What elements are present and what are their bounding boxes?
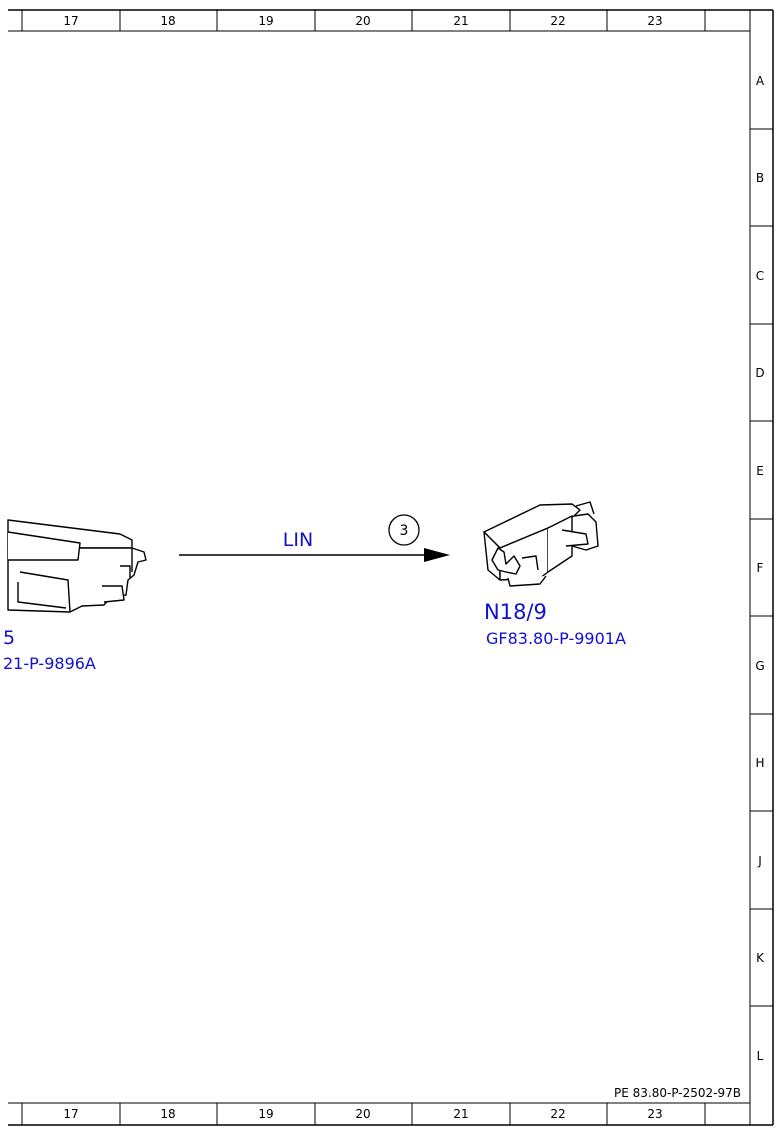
arrowhead-icon (424, 548, 450, 562)
right-component-reference-link[interactable]: GF83.80-P-9901A (486, 629, 626, 648)
column-label: 21 (453, 14, 468, 28)
row-labels: A B C D E F G H J K L (755, 74, 765, 1063)
document-id: PE 83.80-P-2502-97B (614, 1086, 741, 1100)
column-label: 17 (63, 1107, 78, 1121)
column-label: 22 (550, 14, 565, 28)
row-label: A (756, 74, 765, 88)
column-label: 23 (647, 14, 662, 28)
row-label: E (756, 464, 764, 478)
column-label: 23 (647, 1107, 662, 1121)
right-component-code: N18/9 (484, 600, 547, 624)
column-label: 18 (160, 14, 175, 28)
left-component-code: 5 (3, 627, 15, 649)
column-label: 21 (453, 1107, 468, 1121)
lin-bus-connection (179, 548, 450, 562)
column-label: 20 (355, 14, 370, 28)
row-label: C (756, 269, 764, 283)
column-labels-top: 17 18 19 20 21 22 23 (63, 14, 662, 28)
column-dividers (21, 10, 706, 1125)
row-label: B (756, 171, 764, 185)
left-control-unit-drawing (7, 519, 147, 613)
row-dividers (750, 128, 773, 1007)
column-label: 18 (160, 1107, 175, 1121)
right-module-drawing (483, 501, 599, 587)
left-component-reference-link[interactable]: 21-P-9896A (3, 654, 96, 673)
callout-marker: 3 (388, 514, 420, 546)
row-label: F (757, 561, 764, 575)
row-label: J (757, 854, 762, 868)
row-label: H (755, 756, 764, 770)
row-label: G (755, 659, 764, 673)
row-label: D (755, 366, 764, 380)
row-label: K (756, 951, 765, 965)
column-label: 22 (550, 1107, 565, 1121)
callout-number: 3 (400, 523, 409, 539)
column-labels-bottom: 17 18 19 20 21 22 23 (63, 1107, 662, 1121)
bus-label: LIN (283, 529, 313, 551)
sheet-frame (8, 9, 774, 1126)
column-label: 17 (63, 14, 78, 28)
column-label: 19 (258, 14, 273, 28)
column-label: 20 (355, 1107, 370, 1121)
column-label: 19 (258, 1107, 273, 1121)
row-label: L (757, 1049, 764, 1063)
